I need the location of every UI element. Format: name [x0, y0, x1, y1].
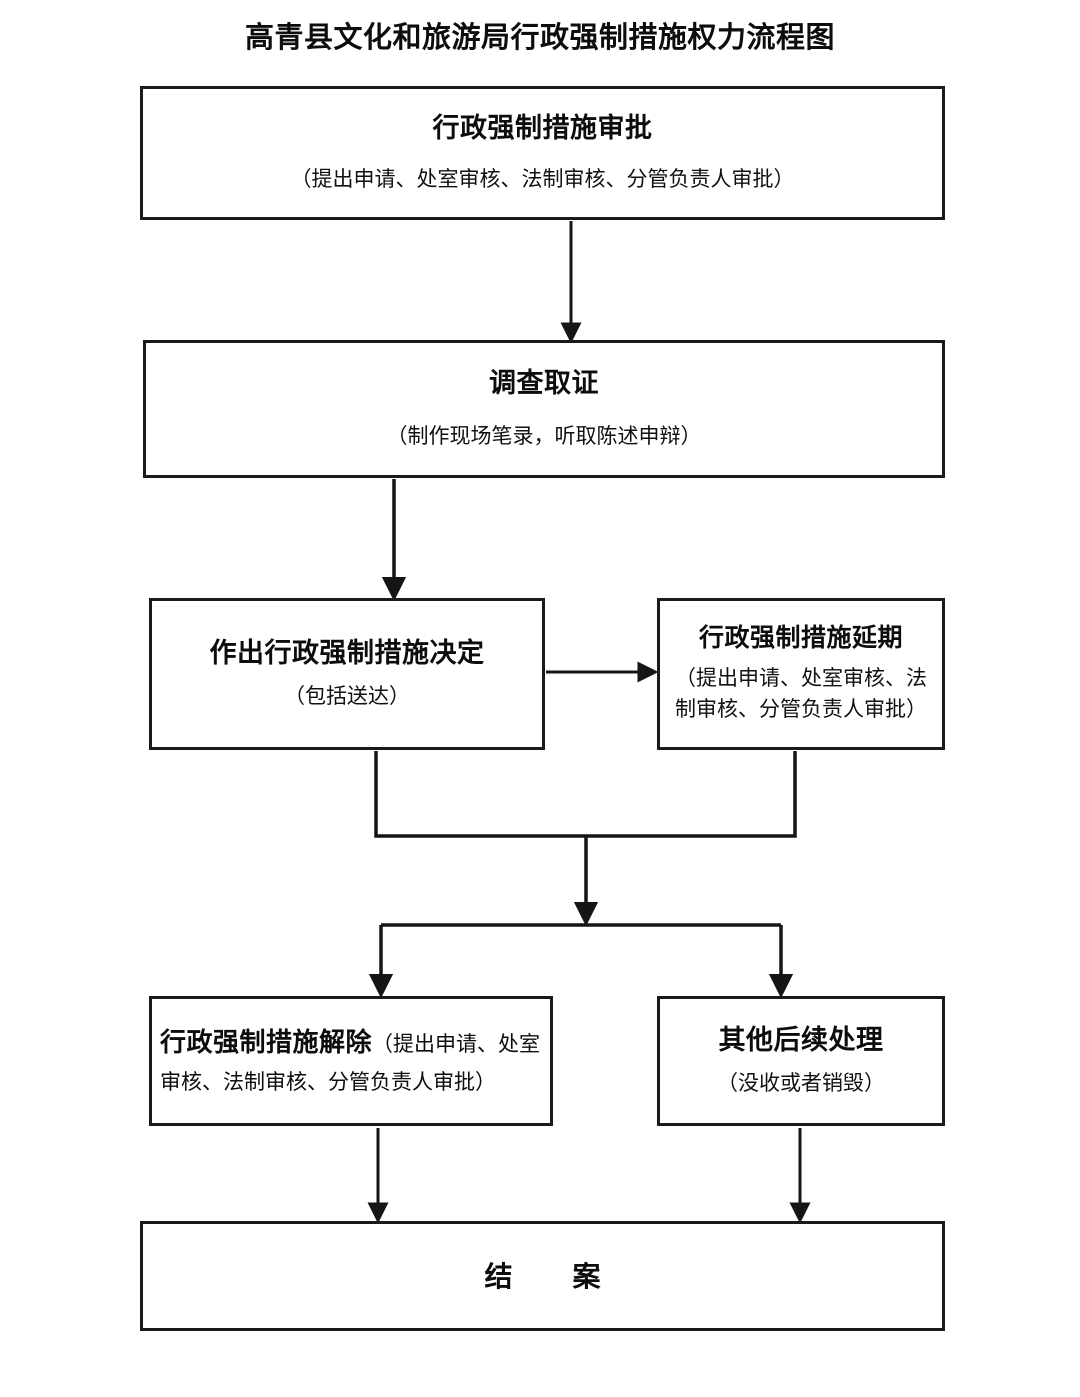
node-subtitle: （提出申请、处室审核、法制审核、分管负责人审批）	[675, 667, 927, 721]
node-title: 结 案	[484, 1260, 617, 1292]
node-title: 行政强制措施审批	[432, 113, 653, 144]
node-investigation-evidence[interactable]: 调查取证 （制作现场笔录，听取陈述申辩）	[143, 340, 945, 478]
node-subtitle: （提出申请、处室审核、法制审核、分管负责人审批）	[160, 1032, 541, 1095]
node-mixed-text: 行政强制措施解除（提出申请、处室审核、法制审核、分管负责人审批）	[160, 1020, 542, 1102]
page-title: 高青县文化和旅游局行政强制措施权力流程图	[244, 22, 835, 54]
node-case-closure[interactable]: 结 案	[140, 1221, 945, 1331]
edge-extension-to-merge	[586, 751, 797, 838]
node-title: 作出行政强制措施决定	[209, 638, 485, 669]
node-coercive-measure-release[interactable]: 行政强制措施解除（提出申请、处室审核、法制审核、分管负责人审批）	[149, 996, 553, 1126]
node-subtitle: （没收或者销毁）	[717, 1072, 885, 1096]
node-title: 行政强制措施延期	[698, 623, 903, 652]
node-other-followup-handling[interactable]: 其他后续处理 （没收或者销毁）	[657, 996, 945, 1126]
node-title: 行政强制措施解除	[160, 1026, 373, 1057]
edge-decision-to-merge	[374, 751, 586, 838]
node-subtitle: （制作现场笔录，听取陈述申辩）	[386, 425, 702, 449]
node-make-coercive-decision[interactable]: 作出行政强制措施决定 （包括送达）	[149, 598, 545, 750]
node-subtitle: （包括送达）	[284, 685, 410, 709]
node-title: 其他后续处理	[718, 1025, 884, 1056]
node-administrative-coercive-approval[interactable]: 行政强制措施审批 （提出申请、处室审核、法制审核、分管负责人审批）	[140, 86, 945, 220]
node-coercive-measure-extension[interactable]: 行政强制措施延期 （提出申请、处室审核、法制审核、分管负责人审批）	[657, 598, 945, 750]
node-subtitle: （提出申请、处室审核、法制审核、分管负责人审批）	[290, 168, 795, 192]
node-title: 调查取证	[489, 368, 599, 399]
